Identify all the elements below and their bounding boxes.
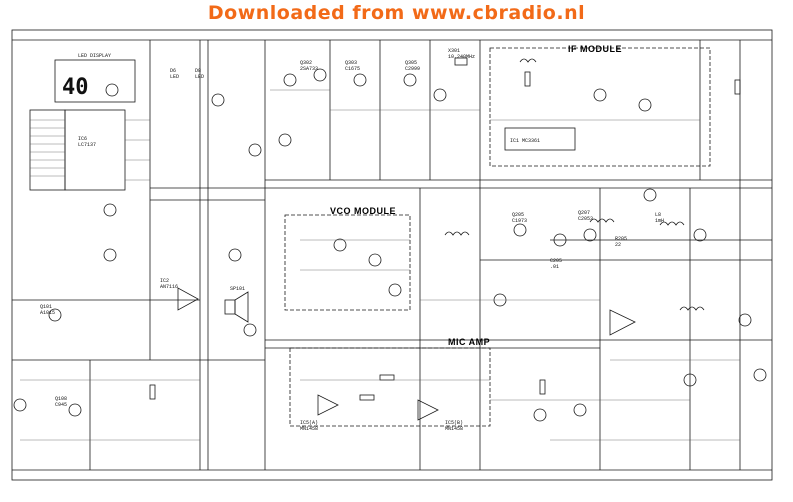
mic-amp-title: MIC AMP (448, 337, 490, 347)
display-title: LED DISPLAY (78, 53, 111, 59)
opamp-d (177, 287, 199, 311)
ic5a-label: IC5(A)MN1458 (300, 420, 318, 432)
led-display-frame (54, 59, 136, 103)
ic5b-label: IC5(B)MN1458 (445, 420, 463, 432)
opamp-b (417, 399, 439, 421)
part-label: C205.01 (550, 258, 562, 270)
vco-module-box (284, 214, 411, 311)
display-channel-readout: 40 (62, 75, 89, 100)
if-module-box (489, 47, 711, 167)
opamp-c (609, 309, 636, 336)
part-label: SP101 (230, 286, 245, 292)
main-ic-body (64, 109, 126, 191)
opamp-a (317, 394, 339, 416)
source-watermark-banner: Downloaded from www.cbradio.nl (207, 2, 586, 24)
if-ic-label: IC1 MC3361 (510, 138, 540, 144)
if-ic-body (504, 127, 576, 151)
if-module-title: IF MODULE (568, 44, 622, 54)
vco-module-title: VCO MODULE (330, 206, 396, 216)
mic-amp-box (289, 347, 491, 427)
schematic-border (11, 29, 773, 481)
